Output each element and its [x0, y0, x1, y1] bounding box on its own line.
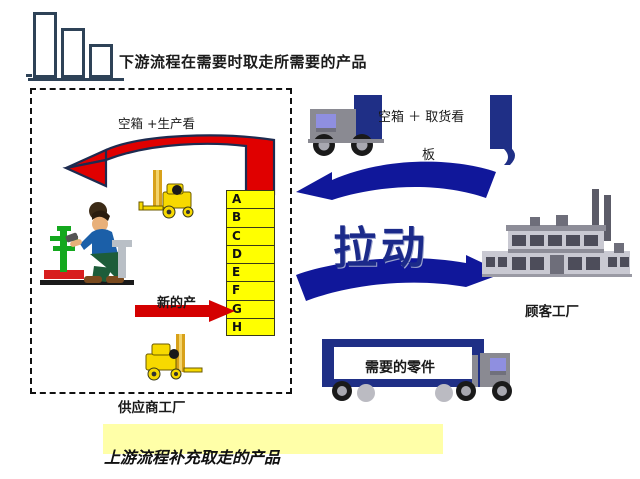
kanban-slot: D — [226, 244, 275, 263]
label-empty-box-withdrawal-kanban-line2: 板 — [422, 148, 436, 163]
delivery-truck-icon — [302, 95, 398, 161]
factory-building-icon — [482, 185, 632, 285]
label-empty-box-production-kanban: 空箱 +生产看 — [118, 116, 195, 131]
headline-upstream: 上游流程补充取走的产品 — [104, 448, 281, 467]
bar-chart-axis-tick — [26, 74, 32, 77]
bar-chart-bar-2 — [61, 28, 85, 78]
red-curved-arrow-icon — [62, 134, 290, 198]
kanban-slot: F — [226, 281, 275, 300]
blue-curved-arrow-left-icon — [296, 158, 506, 206]
kanban-slot: B — [226, 208, 275, 227]
headline-downstream: 下游流程在需要时取走所需要的产品 — [119, 53, 368, 71]
kanban-slot: E — [226, 263, 275, 282]
delivery-truck-icon — [322, 337, 522, 405]
bar-chart-baseline — [28, 78, 124, 81]
label-customer-factory: 顾客工厂 — [525, 304, 579, 320]
blue-curved-arrow-right-icon — [290, 255, 506, 307]
kanban-slot: C — [226, 226, 275, 245]
kanban-slot: A — [226, 190, 275, 209]
kanban-slot: H — [226, 317, 275, 336]
product-kanban-stack: A B C D E F G H — [226, 190, 275, 336]
label-empty-box-withdrawal-kanban: 空箱 ＋ 取货看 — [378, 110, 465, 125]
label-supplier-factory: 供应商工厂 — [118, 400, 186, 416]
label-new-product: 新的产 — [157, 296, 197, 311]
center-pull-word: 拉动 — [333, 223, 429, 274]
red-straight-arrow-icon — [135, 300, 235, 322]
bar-chart-bar-1 — [33, 12, 57, 78]
forklift-icon — [138, 330, 204, 390]
bottom-highlight-band — [103, 424, 443, 454]
cargo-container-icon — [490, 95, 518, 167]
bar-chart-bar-3 — [89, 44, 113, 78]
forklift-icon — [133, 166, 199, 228]
supplier-plant-boundary — [30, 88, 292, 394]
bar-chart-icon — [33, 8, 119, 78]
worker-at-workstation-icon — [34, 196, 144, 292]
label-required-parts: 需要的零件 — [365, 360, 435, 376]
